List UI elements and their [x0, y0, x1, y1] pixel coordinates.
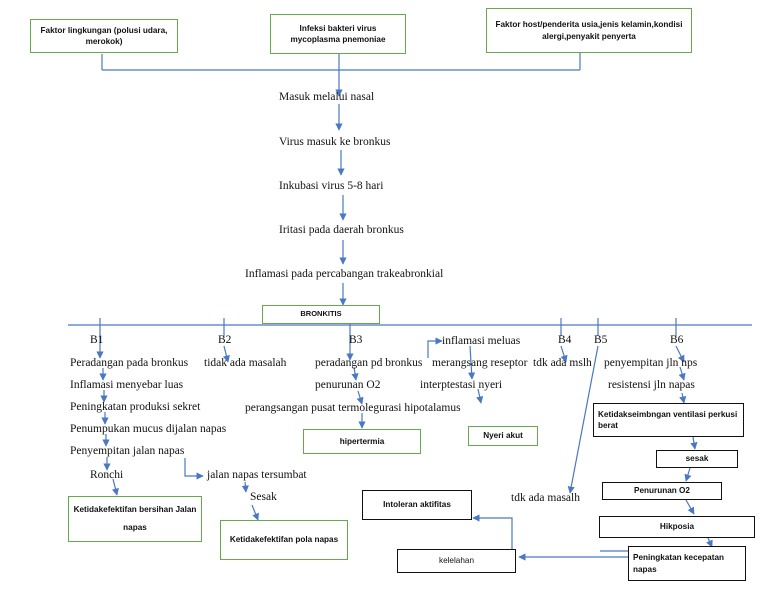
branch-b1: B1: [90, 334, 104, 346]
b1-item-8: Sesak: [250, 491, 277, 503]
host-factor-box: Faktor host/penderita usia,jenis kelamin…: [486, 8, 692, 53]
b2-item-1: tidak ada masalah: [204, 357, 287, 369]
b1-item-3: Peningkatan produksi sekret: [70, 401, 201, 413]
dx-hipertermia-box: hipertermia: [303, 429, 421, 454]
branch-b4: B4: [558, 334, 572, 346]
b1-item-7: jalan napas tersumbat: [207, 469, 307, 481]
dx-intoleran-aktifitas-box: Intoleran aktifitas: [362, 490, 472, 520]
b1-item-2: Inflamasi menyebar luas: [70, 379, 184, 391]
b3-item-2: penurunan O2: [315, 379, 381, 391]
branch-b3: B3: [349, 334, 363, 346]
b1-item-1: Peradangan pada bronkus: [70, 357, 189, 369]
b3-item-6: interptestasi nyeri: [420, 379, 503, 391]
b3-item-1: peradangan pd bronkus: [315, 357, 423, 369]
infection-box: Infeksi bakteri virus mycoplasma pnemoni…: [270, 14, 406, 54]
b3-item-5: merangsang reseptor: [432, 357, 528, 369]
chain-step-4: Iritasi pada daerah bronkus: [279, 224, 404, 236]
b6-item-2: resistensi jln napas: [608, 379, 695, 391]
chain-step-1: Masuk melalui nasal: [279, 91, 375, 103]
b1-item-6: Ronchi: [90, 469, 124, 481]
b3-item-3: perangsangan pusat termolegurasi hipotal…: [245, 402, 461, 414]
kelelahan-box: kelelahan: [397, 549, 516, 573]
dx-airway-clearance-box: Ketidakefektifan bersihan Jalan napas: [68, 496, 202, 542]
environment-factor-box: Faktor lingkungan (polusi udara, merokok…: [30, 19, 178, 53]
b5-item-1: tdk ada masalh: [511, 492, 580, 504]
branch-b5: B5: [594, 334, 608, 346]
penurunan-o2-box: Penurunan O2: [602, 482, 722, 500]
b4-item-1: tdk ada mslh: [533, 357, 592, 369]
branch-b6: B6: [670, 334, 684, 346]
bronkitis-box: BRONKITIS: [262, 305, 380, 324]
breathing-rate-box: Peningkatan kecepatan napas: [628, 546, 746, 581]
chain-step-3: Inkubasi virus 5-8 hari: [279, 180, 384, 192]
b6-item-1: penyempitan jln nps: [604, 357, 698, 369]
hikposia-box: Hikposia: [599, 516, 755, 538]
b1-item-5: Penyempitan jalan napas: [70, 445, 185, 457]
ventilation-imbalance-box: Ketidakseimbngan ventilasi perkusi berat: [593, 403, 744, 437]
b3-item-4: inflamasi meluas: [442, 335, 521, 347]
dx-nyeri-akut-box: Nyeri akut: [468, 426, 538, 446]
chain-step-2: Virus masuk ke bronkus: [279, 136, 391, 148]
sesak-box: sesak: [656, 450, 738, 468]
branch-b2: B2: [218, 334, 232, 346]
chain-step-5: Inflamasi pada percabangan trakeabronkia…: [245, 268, 444, 280]
dx-breathing-pattern-box: Ketidakefektifan pola napas: [220, 520, 348, 560]
b1-item-4: Penumpukan mucus dijalan napas: [70, 423, 227, 435]
